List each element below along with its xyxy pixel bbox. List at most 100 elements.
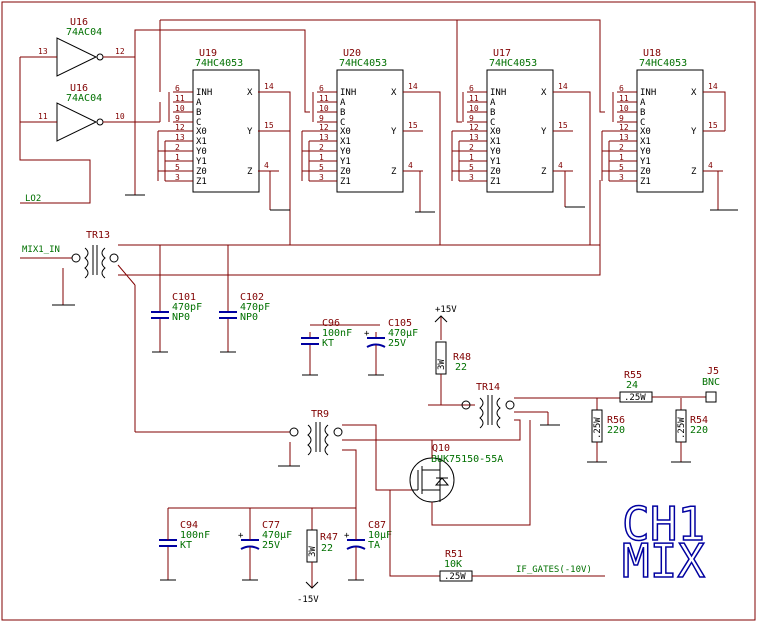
- pin-number: 1: [175, 153, 180, 162]
- power-neg: -15V: [297, 581, 319, 605]
- capacitor-value: 470pF: [240, 302, 270, 313]
- capacitor-rating: KT: [322, 338, 334, 349]
- mux-pin-label: Y: [247, 127, 253, 137]
- pin-number: 4: [708, 161, 713, 170]
- mux-pin-label: Y1: [640, 157, 651, 167]
- svg-text:.25W: .25W: [624, 393, 646, 403]
- pin-number: 12: [115, 47, 125, 56]
- capacitor-value: 470µF: [388, 328, 418, 339]
- pos-rail-label: +15V: [435, 305, 457, 315]
- mux-pin-label: X1: [196, 137, 207, 147]
- pin-number: 5: [469, 163, 474, 172]
- mux-pin-label: A: [340, 98, 346, 108]
- pin-number: 12: [175, 123, 185, 132]
- mux-ref: U19: [199, 48, 217, 59]
- resistor-r55: .25W R55 24: [619, 370, 653, 403]
- capacitor-value: 100nF: [180, 530, 210, 541]
- mux-pin-label: Z1: [196, 177, 207, 187]
- pin-number: 15: [708, 121, 718, 130]
- mux-pin-label: X1: [340, 137, 351, 147]
- svg-text:22: 22: [455, 362, 467, 373]
- mux-pin-label: A: [196, 98, 202, 108]
- resistor-r47: 3W R47 22: [306, 529, 338, 588]
- tr9-label: TR9: [311, 409, 329, 420]
- mux-pin-label: Y: [691, 127, 697, 137]
- pin-number: 15: [558, 121, 568, 130]
- mux-pin-label: X1: [640, 137, 651, 147]
- mux-pin-label: Z: [691, 167, 697, 177]
- pin-number: 4: [558, 161, 563, 170]
- pin-number: 12: [469, 123, 479, 132]
- polarity-mark: +: [364, 329, 370, 339]
- capacitor-ref: C77: [262, 520, 280, 531]
- mosfet-q10: Q10 BUK75150-55A: [409, 443, 503, 503]
- pin-number: 15: [264, 121, 274, 130]
- svg-text:Q10: Q10: [432, 443, 450, 454]
- transformer-tr9: TR9: [289, 409, 343, 456]
- svg-text:3W: 3W: [308, 546, 318, 557]
- svg-text:22: 22: [321, 543, 333, 554]
- mux-pin-label: Z: [541, 167, 547, 177]
- inverter-ref: U16: [70, 17, 88, 28]
- capacitor-value: 10µF: [368, 530, 392, 541]
- inverter-u16b: U16 74AC04 11 10: [20, 83, 160, 142]
- j5-ref: J5: [707, 366, 719, 377]
- bnc-connector-j5: [705, 391, 717, 403]
- mux-ref: U18: [643, 48, 661, 59]
- pin-number: 11: [469, 94, 479, 103]
- mux-pin-label: INH: [490, 88, 506, 98]
- mux-pin-label: C: [490, 118, 495, 128]
- capacitor-ref: C105: [388, 318, 412, 329]
- pin-number: 13: [469, 133, 479, 142]
- mux-value: 74HC4053: [195, 58, 243, 69]
- pin-number: 14: [408, 82, 418, 91]
- mux-pin-label: Y0: [640, 147, 651, 157]
- mux-u19: U1974HC4053INH6A11B10C9X012X113Y02Y11Z05…: [157, 48, 279, 193]
- pin-number: 3: [319, 173, 324, 182]
- transformer-tr13: TR13: [20, 230, 119, 306]
- svg-text:R55: R55: [624, 370, 642, 381]
- capacitor-ref: C87: [368, 520, 386, 531]
- mux-pin-label: B: [640, 108, 645, 118]
- mux-pin-label: B: [196, 108, 201, 118]
- pin-number: 9: [469, 114, 474, 123]
- svg-text:.25W: .25W: [444, 572, 466, 582]
- lo2-net-label: LO2: [25, 194, 41, 204]
- pin-number: 15: [408, 121, 418, 130]
- pin-number: 5: [619, 163, 624, 172]
- svg-text:.25W: .25W: [677, 417, 687, 439]
- mux-pin-label: X: [541, 88, 547, 98]
- capacitor-rating: TA: [368, 540, 380, 551]
- mux-pin-label: Y0: [196, 147, 207, 157]
- capacitor-ref: C102: [240, 292, 264, 303]
- pin-number: 14: [558, 82, 568, 91]
- pin-number: 1: [619, 153, 624, 162]
- mux-pin-label: A: [640, 98, 646, 108]
- pin-number: 4: [264, 161, 269, 170]
- mux-u20: U2074HC4053INH6A11B10C9X012X113Y02Y11Z05…: [301, 48, 423, 193]
- capacitor-value: 100nF: [322, 328, 352, 339]
- capacitor-value: 470pF: [172, 302, 202, 313]
- mux-u17: U1774HC4053INH6A11B10C9X012X113Y02Y11Z05…: [451, 48, 573, 193]
- inverter-ref: U16: [70, 83, 88, 94]
- pin-number: 13: [38, 47, 48, 56]
- mux-pin-label: Z0: [490, 167, 501, 177]
- pin-number: 6: [319, 84, 324, 93]
- svg-text:R56: R56: [607, 415, 625, 426]
- capacitor-rating: NP0: [240, 312, 258, 323]
- pin-number: 5: [175, 163, 180, 172]
- mux-ref: U17: [493, 48, 511, 59]
- mux-pin-label: X: [391, 88, 397, 98]
- mux-pin-label: X0: [340, 127, 351, 137]
- pin-number: 13: [175, 133, 185, 142]
- pin-number: 14: [708, 82, 718, 91]
- mux-value: 74HC4053: [339, 58, 387, 69]
- mux-pin-label: Y0: [340, 147, 351, 157]
- mux-pin-label: X0: [490, 127, 501, 137]
- resistor-r48: 3W R48 22: [435, 341, 471, 405]
- resistor-r56: .25W R56 220: [587, 398, 625, 463]
